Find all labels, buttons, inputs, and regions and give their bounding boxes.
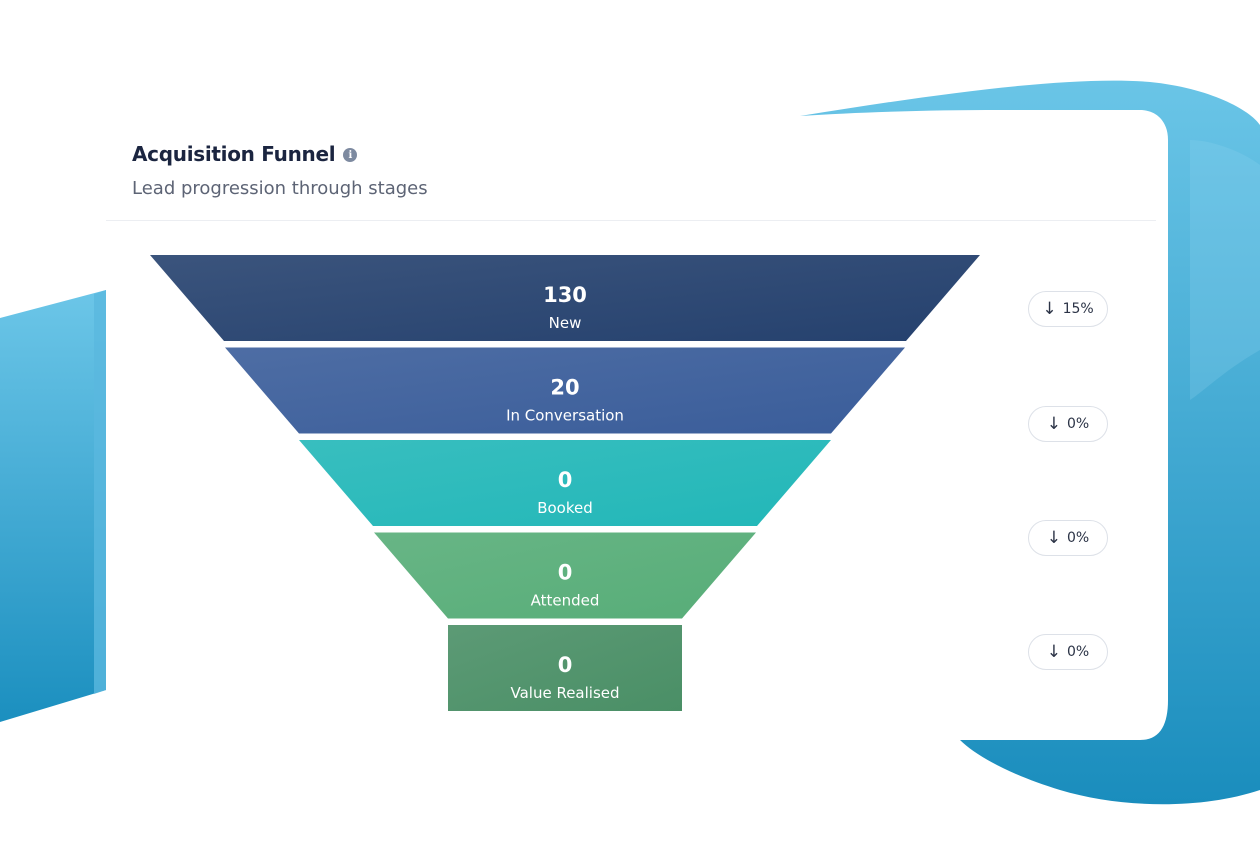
funnel-stage-value: 20 (550, 376, 579, 400)
funnel-card: Acquisition Funnel i Lead progression th… (106, 116, 1156, 740)
funnel-stage-label: Attended (531, 592, 600, 610)
info-icon[interactable]: i (343, 148, 358, 162)
card-title: Acquisition Funnel i (132, 142, 358, 166)
funnel-stage-value: 130 (543, 283, 587, 307)
drop-rate-badge: ↓ 0% (1028, 520, 1108, 556)
arrow-down-icon: ↓ (1046, 527, 1062, 548)
right-wave-highlight (1190, 140, 1260, 400)
funnel-stage-value: 0 (558, 653, 573, 677)
funnel-stage-label: Value Realised (510, 684, 619, 702)
funnel-stage-label: New (549, 314, 582, 332)
drop-rate-badge: ↓ 0% (1028, 634, 1108, 670)
card-title-text: Acquisition Funnel (132, 142, 336, 166)
funnel-stage-booked[interactable] (299, 440, 831, 526)
funnel-stage-label: Booked (537, 499, 593, 517)
arrow-down-icon: ↓ (1042, 298, 1057, 319)
right-wave-shape (800, 80, 1260, 805)
left-wave-edge (94, 290, 106, 694)
header-divider (106, 220, 1156, 221)
drop-rate-value: 0% (1067, 416, 1090, 432)
card-subtitle: Lead progression through stages (132, 178, 428, 199)
funnel-stage-value: 0 (558, 561, 573, 585)
funnel-stage-in-conversation[interactable] (225, 347, 905, 434)
funnel-stage-new[interactable] (150, 255, 980, 341)
left-wave-shape (0, 290, 106, 722)
drop-rate-badge: ↓ 15% (1028, 291, 1108, 327)
arrow-down-icon: ↓ (1046, 413, 1062, 434)
funnel-stage-label: In Conversation (506, 407, 624, 425)
funnel-stage-attended[interactable] (374, 532, 756, 619)
drop-rate-value: 15% (1062, 301, 1094, 317)
drop-rate-value: 0% (1067, 530, 1090, 546)
drop-rate-value: 0% (1067, 644, 1090, 660)
drop-rate-badge: ↓ 0% (1028, 406, 1108, 442)
funnel-stage-value-realised[interactable] (448, 625, 682, 711)
funnel-stage-value: 0 (558, 468, 573, 492)
arrow-down-icon: ↓ (1046, 641, 1062, 662)
